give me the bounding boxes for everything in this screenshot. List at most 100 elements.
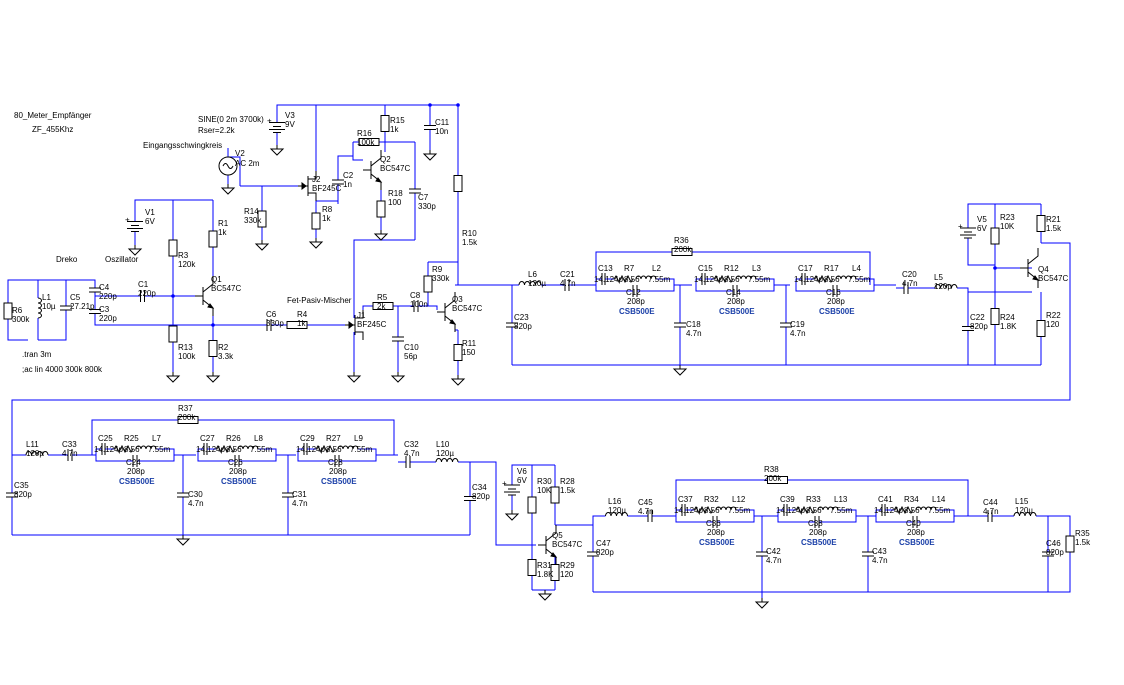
wire: [670, 479, 969, 517]
inductor-l6: [518, 281, 542, 286]
filter-l: [237, 445, 259, 450]
filter-r-ref: R7: [624, 264, 635, 273]
filter-l: [835, 275, 857, 280]
capacitor-c30: [177, 492, 189, 498]
ref-c6: C6: [266, 310, 277, 319]
value-r35: 1.5k: [1075, 538, 1091, 547]
wire: [258, 448, 277, 455]
ref-j1: J1: [357, 311, 366, 320]
filter-cp-value: 208p: [827, 297, 845, 306]
capacitor-c47: [587, 551, 599, 557]
wire: [962, 287, 1032, 293]
filter-l: [715, 506, 737, 511]
filter-r: [613, 274, 634, 284]
filter-r: [215, 444, 236, 454]
capacitor-c32: [405, 456, 411, 468]
gate-arrow: [348, 321, 354, 329]
ground-symbol: [672, 365, 688, 376]
resistor-r29: [550, 564, 560, 581]
ref-c47: C47: [596, 539, 611, 548]
resistor-r23: [990, 227, 1000, 245]
filter-r: [113, 444, 134, 454]
junction-dot: [428, 103, 432, 107]
filter-cp: [732, 285, 738, 297]
filter-r-value: 8.56: [806, 506, 822, 515]
wire: [1048, 515, 1071, 528]
capacitor-c7: [409, 188, 421, 194]
value-c20: 4.7n: [902, 279, 918, 288]
value-r30: 10K: [537, 486, 552, 495]
wire: [38, 330, 67, 341]
filter-r-ref: R27: [326, 434, 341, 443]
value-v1: 6V: [145, 217, 155, 226]
capacitor-c10: [392, 336, 404, 342]
ref-l16: L16: [608, 497, 622, 506]
wire: [316, 200, 339, 204]
wire: [11, 242, 1071, 455]
filter-l-value: 7.55m: [148, 445, 171, 454]
ref-l5: L5: [934, 273, 943, 282]
wire: [856, 278, 875, 285]
filter-r-value: 8.56: [124, 445, 140, 454]
filter-cs: [101, 443, 106, 455]
ref-c5: C5: [70, 293, 81, 302]
value-c5: 27.21p: [70, 302, 95, 311]
ref-j2: J2: [312, 175, 321, 184]
value-r29: 120: [560, 570, 574, 579]
net-label-dreko: Dreko: [56, 255, 78, 264]
ref-c23: C23: [514, 313, 529, 322]
filter-cs-value: 14.124p: [94, 445, 123, 454]
value-r11: 150: [462, 348, 476, 357]
transistor-q3: [437, 292, 456, 332]
capacitor-c2: [332, 179, 344, 185]
wire: [795, 278, 802, 285]
value-q3: BC547C: [452, 304, 482, 313]
ref-r2: R2: [218, 343, 229, 352]
ground-symbol: [422, 150, 438, 161]
filter-l: [337, 445, 359, 450]
filter-r-ref: R34: [904, 495, 919, 504]
filter-cs-value: 14.124p: [794, 275, 823, 284]
emitter-arrow: [207, 303, 215, 309]
ref-c21: C21: [560, 270, 575, 279]
ref-c42: C42: [766, 547, 781, 556]
wire: [197, 455, 277, 462]
wire: [795, 285, 875, 292]
value-c10: 56p: [404, 352, 418, 361]
wire: [297, 455, 377, 462]
inductor-l11: [25, 451, 49, 456]
value-c7: 330p: [418, 202, 436, 211]
transistor-q2: [363, 150, 382, 190]
v2-rser-spec: Rser=2.2k: [198, 126, 236, 135]
ref-r15: R15: [390, 116, 405, 125]
wire: [156, 448, 175, 455]
filter-r: [693, 505, 714, 515]
ref-r10: R10: [462, 229, 477, 238]
filter-l: [735, 275, 757, 280]
transistor-q4: [1020, 248, 1039, 288]
value-q2: BC547C: [380, 164, 410, 173]
capacitor-c33: [67, 449, 73, 461]
ref-c22: C22: [970, 313, 985, 322]
emitter-arrow: [375, 177, 383, 183]
resistor-r38: [767, 476, 788, 484]
value-c19: 4.7n: [790, 329, 806, 338]
junction-dot: [456, 103, 460, 107]
wire: [134, 199, 213, 208]
capacitor-c8: [413, 300, 419, 312]
wire: [595, 278, 602, 285]
wire: [967, 203, 995, 208]
ground-symbol: [346, 372, 362, 383]
value-c21: 4.7n: [560, 279, 576, 288]
value-r21: 1.5k: [1046, 224, 1062, 233]
resistor-r1: [208, 230, 218, 248]
filter-r: [315, 444, 336, 454]
value-j2: BF245C: [312, 184, 342, 193]
v2-sine-spec: SINE(0 2m 3700k): [198, 115, 264, 124]
v2-ref: V2: [235, 149, 245, 158]
filter-l-value: 7.55m: [830, 506, 853, 515]
filter-l: [817, 506, 839, 511]
ref-c32: C32: [404, 440, 419, 449]
wire: [736, 509, 755, 516]
